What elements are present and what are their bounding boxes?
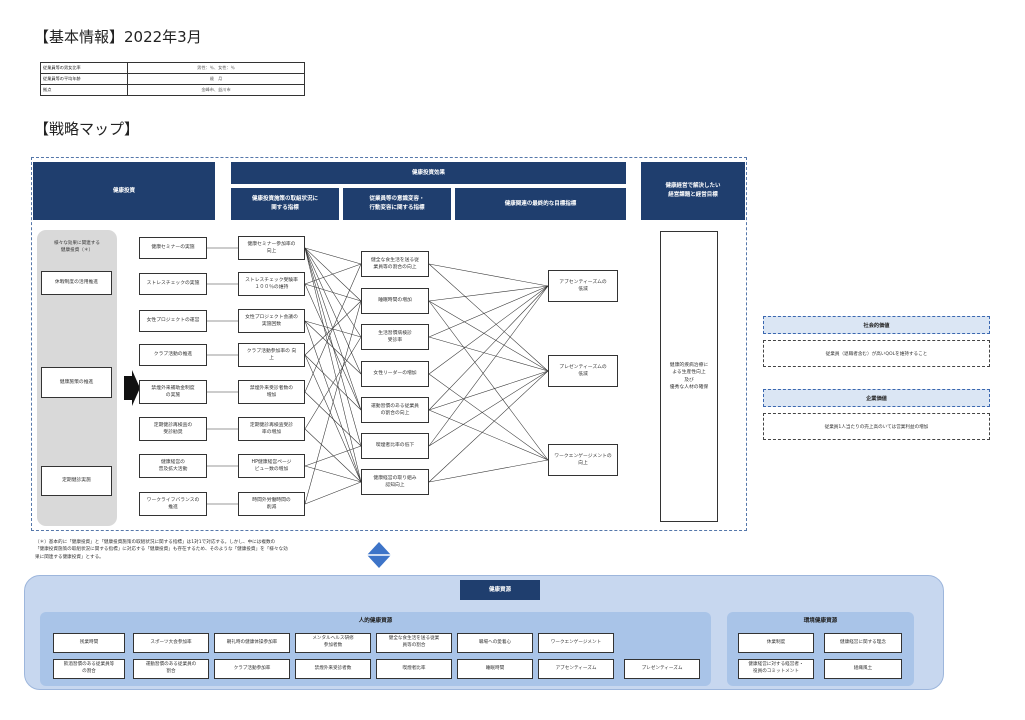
investment-note: 様々な効果に関連する 健康投資（＊） [54, 241, 100, 254]
resource-box: 健全な食生活を送る従業 員等の割合 [376, 633, 452, 653]
corporate-value-text: 従業員1人当たりの売上高のいては営業利益の増加 [763, 413, 990, 440]
resource-box: プレゼンティーズム [624, 659, 700, 679]
indicator1-box: 時間外労働時間の 削減 [238, 492, 305, 516]
resource-box: 休業制度 [738, 633, 814, 653]
resource-box: 組織風土 [824, 659, 902, 679]
measure-box: 定期健診再検査の 受診勧奨 [139, 417, 207, 441]
indicator2-box: 生活習慣病検診 受診率 [361, 324, 429, 350]
indicator1-box: 健康セミナー参加率の 向上 [238, 236, 305, 260]
resource-box: 禁煙外来受診者数 [295, 659, 371, 679]
resource-box: 健康経営に対する経営者・ 役員のコミットメント [738, 659, 814, 679]
measure-box: 健康セミナーの実施 [139, 237, 207, 259]
header-effects: 健康投資効果 [231, 162, 626, 184]
header-investment: 健康投資 [33, 162, 215, 220]
header-col3: 健康関連の最終的な目標指標 [455, 188, 626, 220]
social-value-text: 従業員（退職者含む）が高いQOLを維持すること [763, 340, 990, 367]
indicator2-box: 健全な食生活を送る従 業員等の割合の向上 [361, 251, 429, 277]
resource-box: 喫煙者比率 [376, 659, 452, 679]
basic-info-table: 従業員等の男女比率男性：％、女性：％ 従業員等の平均年齢歳 月 拠点金峰市、益川… [40, 62, 305, 96]
measure-box: 健康経営の 普及拡大活動 [139, 454, 207, 478]
resource-box: メンタルヘルス研修 参加者数 [295, 633, 371, 653]
indicator1-box: 女性プロジェクト会議の 実施回数 [238, 309, 305, 333]
social-value-title: 社会的価値 [763, 316, 990, 334]
basic-info-title: 【基本情報】2022年3月 [34, 28, 202, 46]
footnote: （＊）基本的に「健康投資」と「健康投資施策の取組状況に関する指標」は1対1で対応… [35, 540, 288, 560]
investment-box-vacation: 休暇制度の活用推進 [41, 271, 112, 295]
indicator1-box: 禁煙外来受診者数の 増加 [238, 380, 305, 404]
human-resources-title: 人的健康資源 [358, 618, 393, 624]
resource-box: 運動習慣のある従業員の 割合 [133, 659, 209, 679]
header-col2: 従業員等の意識変容・ 行動変容に関する指標 [343, 188, 451, 220]
indicator1-box: クラブ活動参加率の 向 上 [238, 343, 305, 367]
resource-box: 飲酒習慣のある従業員等 の割合 [53, 659, 125, 679]
diamond-arrow [367, 542, 391, 568]
measure-box: ワークライフバランスの 推進 [139, 492, 207, 516]
measure-box: 禁煙外来補助金制度 の実施 [139, 380, 207, 404]
goal-box: プレゼンティーズムの 低減 [548, 355, 618, 387]
resource-box: スポーツ大会参加率 [133, 633, 209, 653]
measure-box: 女性プロジェクトの運営 [139, 310, 207, 332]
indicator2-box: 喫煙者比率の低下 [361, 433, 429, 459]
measure-box: ストレスチェックの実施 [139, 273, 207, 295]
arrow-shape [124, 370, 140, 406]
indicator1-box: HP健康経営ページ ビュー数の増加 [238, 454, 305, 478]
indicator2-box: 女性リーダーの増加 [361, 361, 429, 387]
table-row: 拠点金峰市、益川市 [40, 84, 305, 96]
resource-box: 健康経営に関する理念 [824, 633, 902, 653]
health-resources-title: 健康資源 [460, 580, 540, 600]
resource-box: ワークエンゲージメント [538, 633, 614, 653]
goal-box: ワークエンゲージメントの 向上 [548, 444, 618, 476]
table-row: 従業員等の男女比率男性：％、女性：％ [40, 62, 305, 74]
resource-box: 残業時間 [53, 633, 125, 653]
resource-box: 睡眠時間 [457, 659, 533, 679]
indicator1-box: ストレスチェック受験率 １００％の維持 [238, 272, 305, 296]
investment-box-checkup: 定期健診実施 [41, 466, 112, 496]
resource-box: アブセンティーズム [538, 659, 614, 679]
env-resources-title: 環境健康資源 [803, 618, 838, 624]
resource-box: クラブ活動参加率 [214, 659, 290, 679]
management-goal-box: 健康的疾病治療に よる生産性向上 及び 優秀な人材の確保 [660, 231, 718, 522]
strategy-map-title: 【戦略マップ】 [34, 120, 140, 138]
corporate-value-title: 企業価値 [763, 389, 990, 407]
indicator2-box: 睡眠時間の増加 [361, 288, 429, 314]
strategy-map-frame [31, 157, 747, 531]
indicator2-box: 健康経営の取り組み 認知向上 [361, 469, 429, 495]
resource-box: 職場への愛着心 [457, 633, 533, 653]
resource-box: 朝礼時の健康体操参加率 [214, 633, 290, 653]
goal-box: アブセンティーズムの 低減 [548, 270, 618, 302]
measure-box: クラブ活動の推進 [139, 344, 207, 366]
indicator2-box: 運動習慣のある従業員 の割合の向上 [361, 397, 429, 423]
header-management: 健康経営で解決したい 経営課題と経営目標 [641, 162, 745, 220]
indicator1-box: 定期健診再検査受診 率の増加 [238, 417, 305, 441]
investment-box-health-measures: 健康施策の推進 [41, 367, 112, 398]
header-col1: 健康投資施策の取組状況に 関する指標 [231, 188, 339, 220]
